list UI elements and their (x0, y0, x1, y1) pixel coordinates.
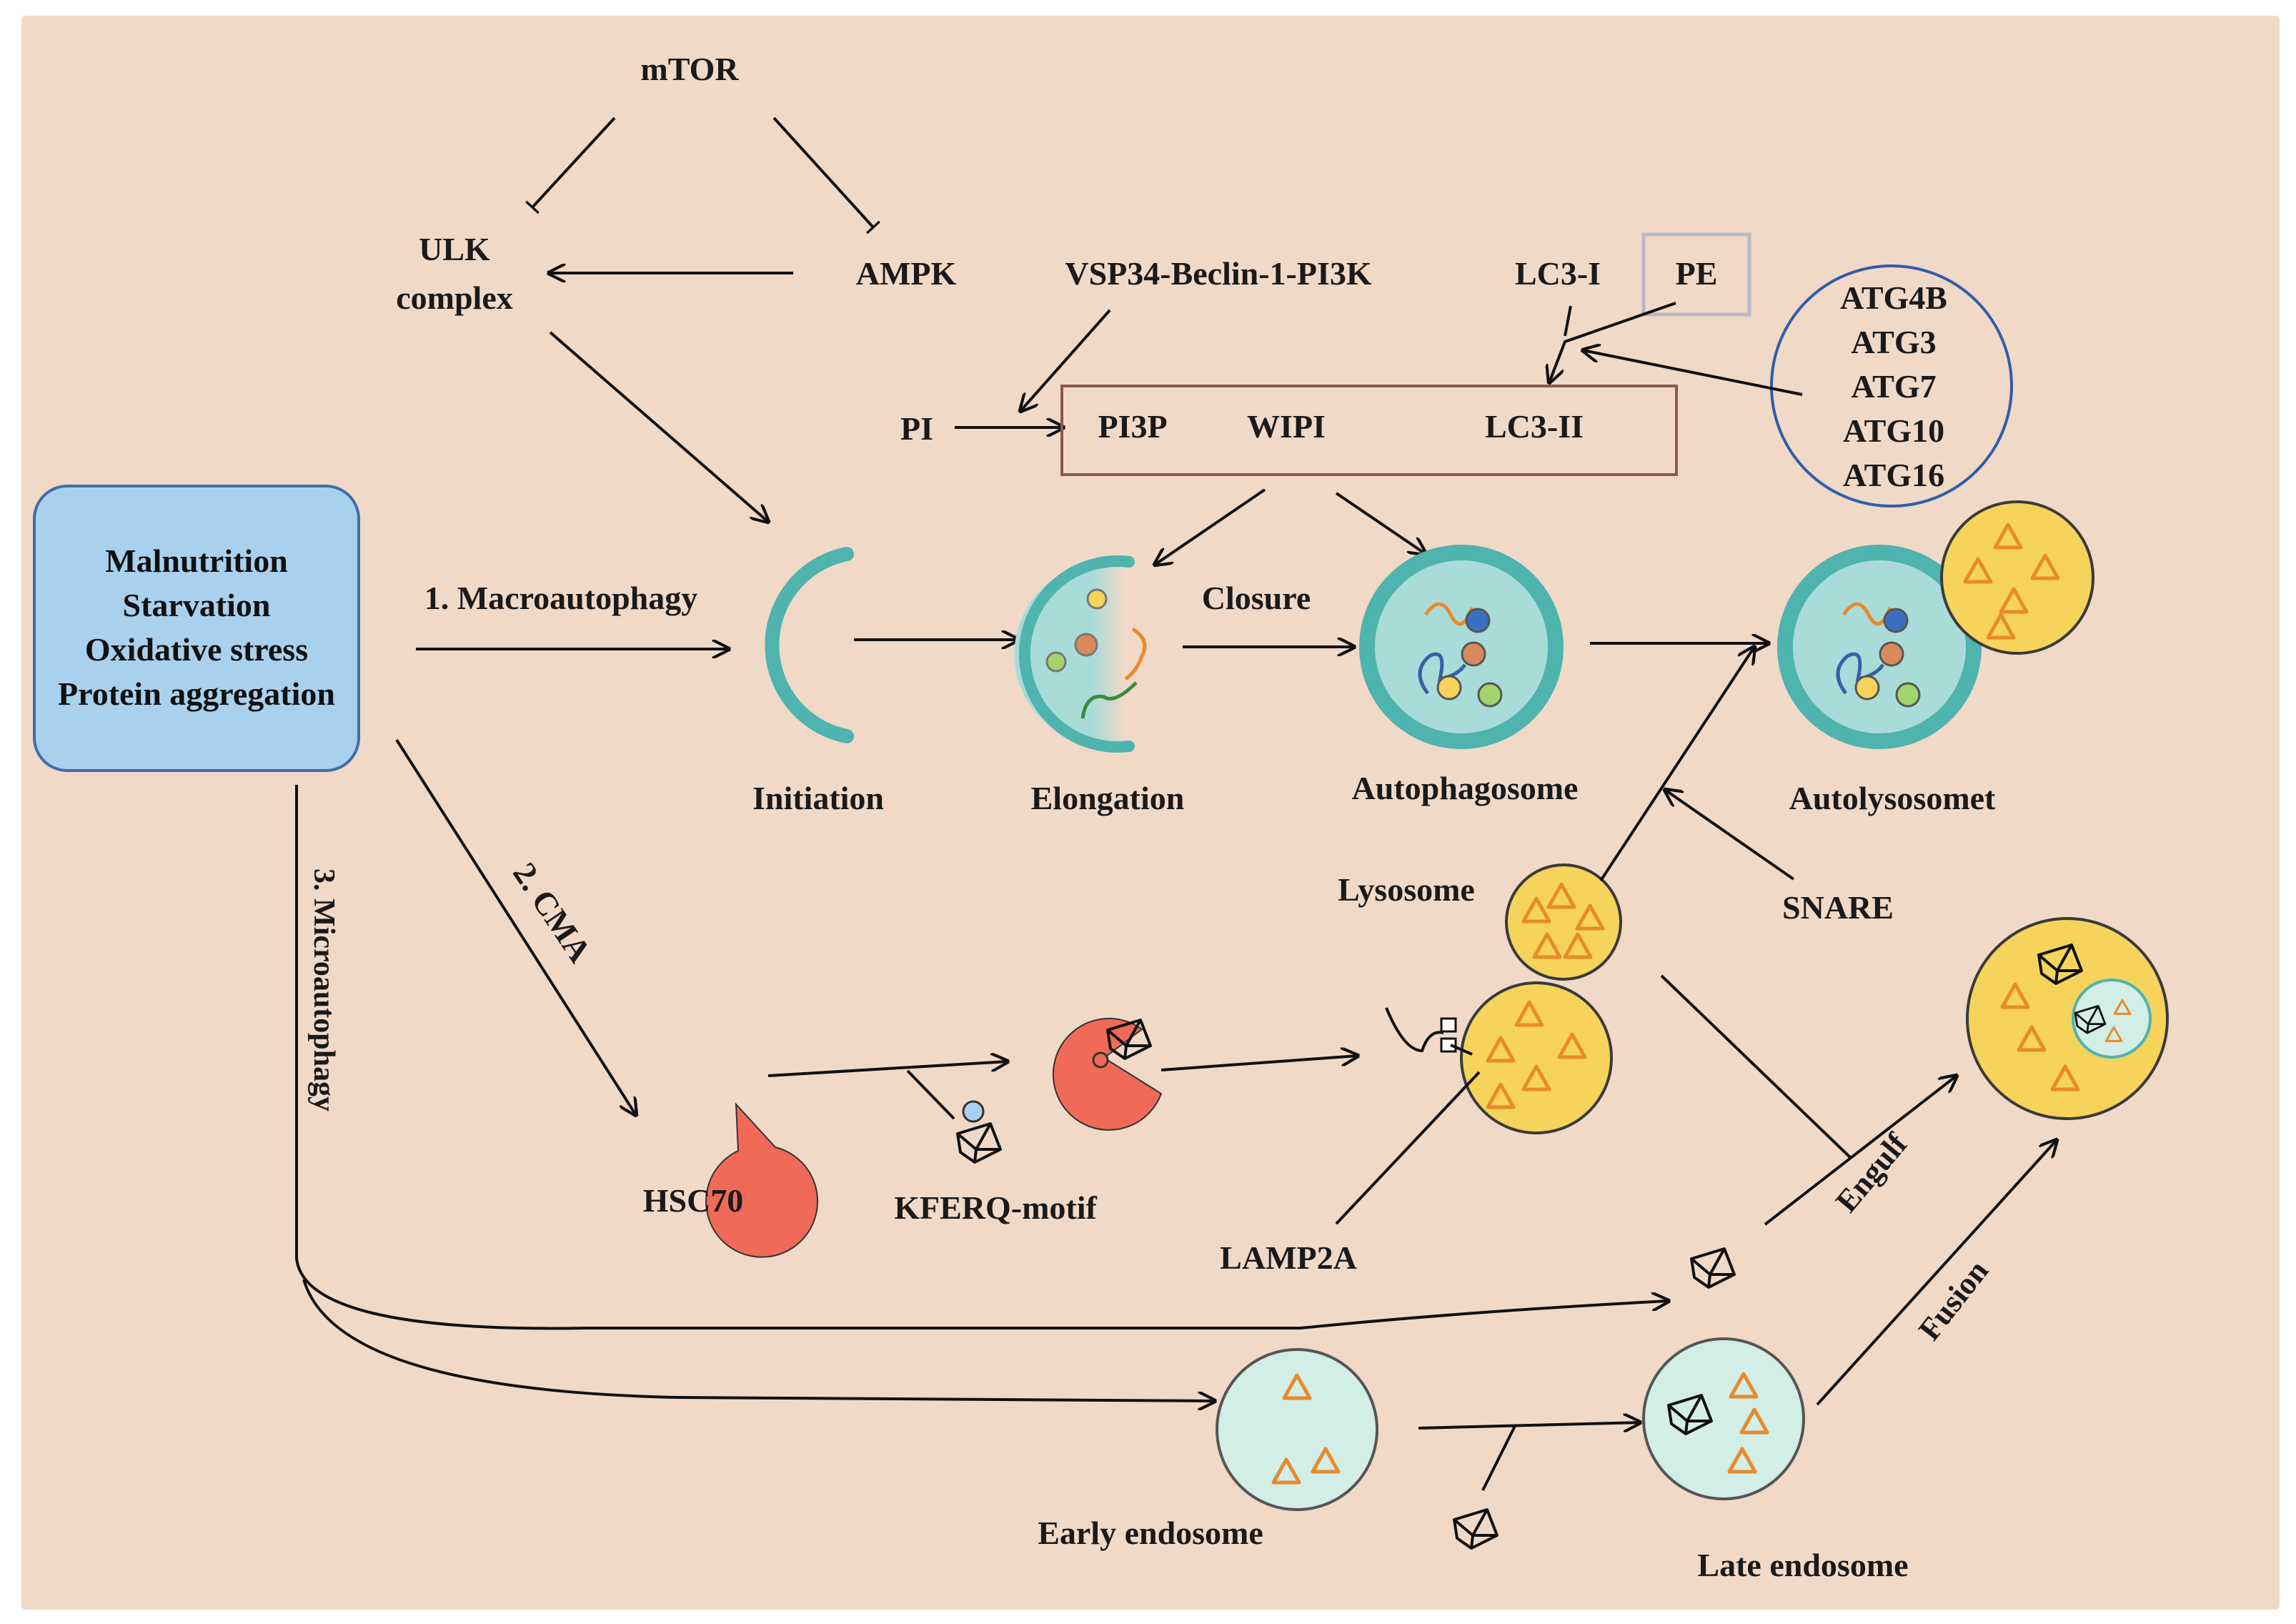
pe-box (1641, 232, 1751, 317)
label-lc3-ii: LC3-II (1485, 408, 1584, 445)
stress-label-oxidative: Oxidative stress (85, 631, 308, 668)
arrow-fusion (1816, 1140, 2057, 1406)
label-microautophagy: 3. Microautophagy (307, 868, 340, 1111)
label-pe: PE (1676, 255, 1718, 292)
inhibit-mtor-ampk (772, 117, 881, 234)
label-lc3-i: LC3-I (1515, 255, 1601, 292)
label-atg7: ATG7 (1851, 368, 1936, 405)
label-kferq: KFERQ-motif (894, 1189, 1097, 1226)
label-hsc70: HSC70 (643, 1182, 744, 1219)
label-late-endosome: Late endosome (1697, 1547, 1908, 1583)
label-vsp34: VSP34-Beclin-1-PI3K (1065, 255, 1372, 292)
arrow-stress-engulf (295, 785, 1669, 1330)
arrow-complex-lamp2a (1161, 1056, 1358, 1071)
label-early-endosome: Early endosome (1038, 1515, 1263, 1551)
hsc70-cargo-complex (1052, 1017, 1163, 1131)
label-initiation: Initiation (752, 780, 884, 816)
autophagosome (1359, 545, 1564, 749)
stress-label-starvation: Starvation (123, 587, 271, 623)
label-elongation: Elongation (1031, 780, 1185, 816)
arrow-ulk-initiation (549, 331, 768, 522)
label-autolysosome: Autolysosomet (1789, 780, 1996, 816)
arrow-hsc70-complex (767, 1061, 1008, 1077)
label-ulk-1: ULK (419, 231, 490, 267)
complex-cargo (1092, 1019, 1152, 1069)
elongation-structure (1014, 555, 1147, 753)
label-atg3: ATG3 (1851, 324, 1936, 360)
label-ampk: AMPK (856, 255, 957, 292)
diagram-background (21, 16, 2280, 1610)
arrow-lysosome-fusion (1599, 647, 1754, 882)
label-atg16: ATG16 (1843, 457, 1944, 493)
late-endosome (1642, 1337, 1805, 1500)
kferq-join-line (906, 1069, 955, 1120)
arrow-stress-hsc70 (395, 738, 636, 1115)
autolysosome (1777, 500, 2094, 749)
label-pi: PI (900, 410, 933, 447)
label-pi3p: PI3P (1098, 408, 1167, 445)
pi3p-box (1060, 385, 1678, 476)
label-lysosome: Lysosome (1338, 871, 1475, 908)
micro-lysosome (1966, 917, 2169, 1120)
label-snare: SNARE (1782, 889, 1894, 926)
label-closure: Closure (1202, 580, 1311, 616)
stress-box: Malnutrition Starvation Oxidative stress… (33, 485, 360, 772)
lysosome (1505, 863, 1622, 981)
arrow-lc3i-pe-join (1549, 302, 1676, 382)
label-ulk-2: complex (396, 279, 513, 316)
label-autophagosome: Autophagosome (1352, 770, 1579, 806)
label-atg4b: ATG4B (1840, 279, 1947, 316)
early-endosome (1216, 1348, 1378, 1511)
arrow-box-elongation (1155, 488, 1266, 565)
label-macroautophagy: 1. Macroautophagy (424, 580, 698, 616)
arrow-box-autophagosome (1335, 492, 1426, 554)
kferq-cargo (956, 1100, 1002, 1164)
label-wipi: WIPI (1247, 408, 1326, 445)
cargo-join-line (1481, 1425, 1516, 1491)
atg-circle (1770, 264, 2013, 508)
arrow-engulf (1764, 1076, 1957, 1226)
stress-label-malnutrition: Malnutrition (105, 543, 288, 579)
label-mtor: mTOR (640, 51, 739, 87)
label-atg10: ATG10 (1843, 412, 1944, 449)
arrow-lamp2a (1335, 1071, 1481, 1225)
arrow-atg-lc3 (1583, 350, 1803, 396)
lysosome-engulf-line (1660, 974, 1852, 1159)
stress-label-aggregation: Protein aggregation (58, 675, 335, 712)
arrow-stress-early-endosome (302, 1279, 1215, 1401)
label-lamp2a: LAMP2A (1220, 1239, 1357, 1276)
inhibit-mtor-ulk (525, 117, 616, 214)
arrow-early-late (1418, 1422, 1640, 1428)
arrow-vsp34-pi (1020, 309, 1111, 411)
arrow-snare (1665, 790, 1795, 881)
hsc70-chaperone (705, 1102, 819, 1258)
initiation-phagophore (765, 547, 854, 743)
lysosome-lamp2a (1385, 981, 1613, 1134)
